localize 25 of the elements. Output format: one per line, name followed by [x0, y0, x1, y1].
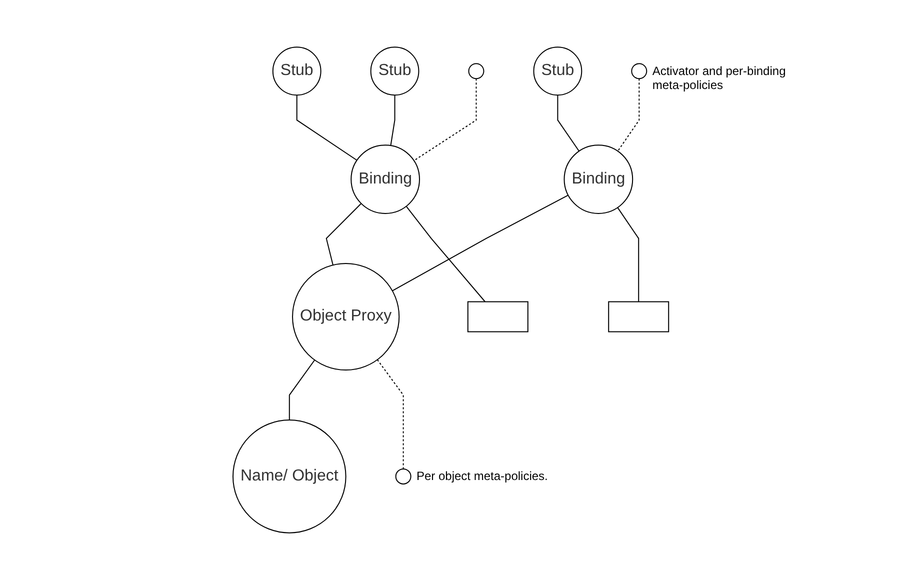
node-ellipse — [395, 468, 411, 484]
node-circle: Object Proxy — [292, 262, 400, 371]
connector — [326, 202, 362, 266]
connector — [556, 94, 580, 152]
node-caption: Per object meta-policies. — [416, 468, 549, 483]
node-ellipse — [468, 63, 484, 80]
node-circle: Binding — [350, 144, 420, 214]
node-circle: Stub — [532, 46, 582, 96]
connector — [296, 94, 358, 161]
connector — [413, 78, 476, 162]
node-circle: Stub — [272, 46, 321, 96]
connector — [616, 207, 639, 302]
node-box — [608, 301, 669, 332]
connector — [392, 194, 568, 292]
connector — [390, 94, 395, 146]
connector — [288, 359, 315, 421]
node-circle: Binding — [563, 144, 633, 214]
node-ellipse — [630, 63, 647, 80]
connector — [617, 78, 640, 152]
node-box — [467, 301, 528, 332]
node-caption: Activator and per-binding meta-policies — [652, 64, 787, 92]
connector — [405, 206, 486, 302]
node-circle: Stub — [370, 46, 419, 96]
connector — [376, 359, 404, 470]
node-circle: Name/ Object — [232, 420, 346, 534]
